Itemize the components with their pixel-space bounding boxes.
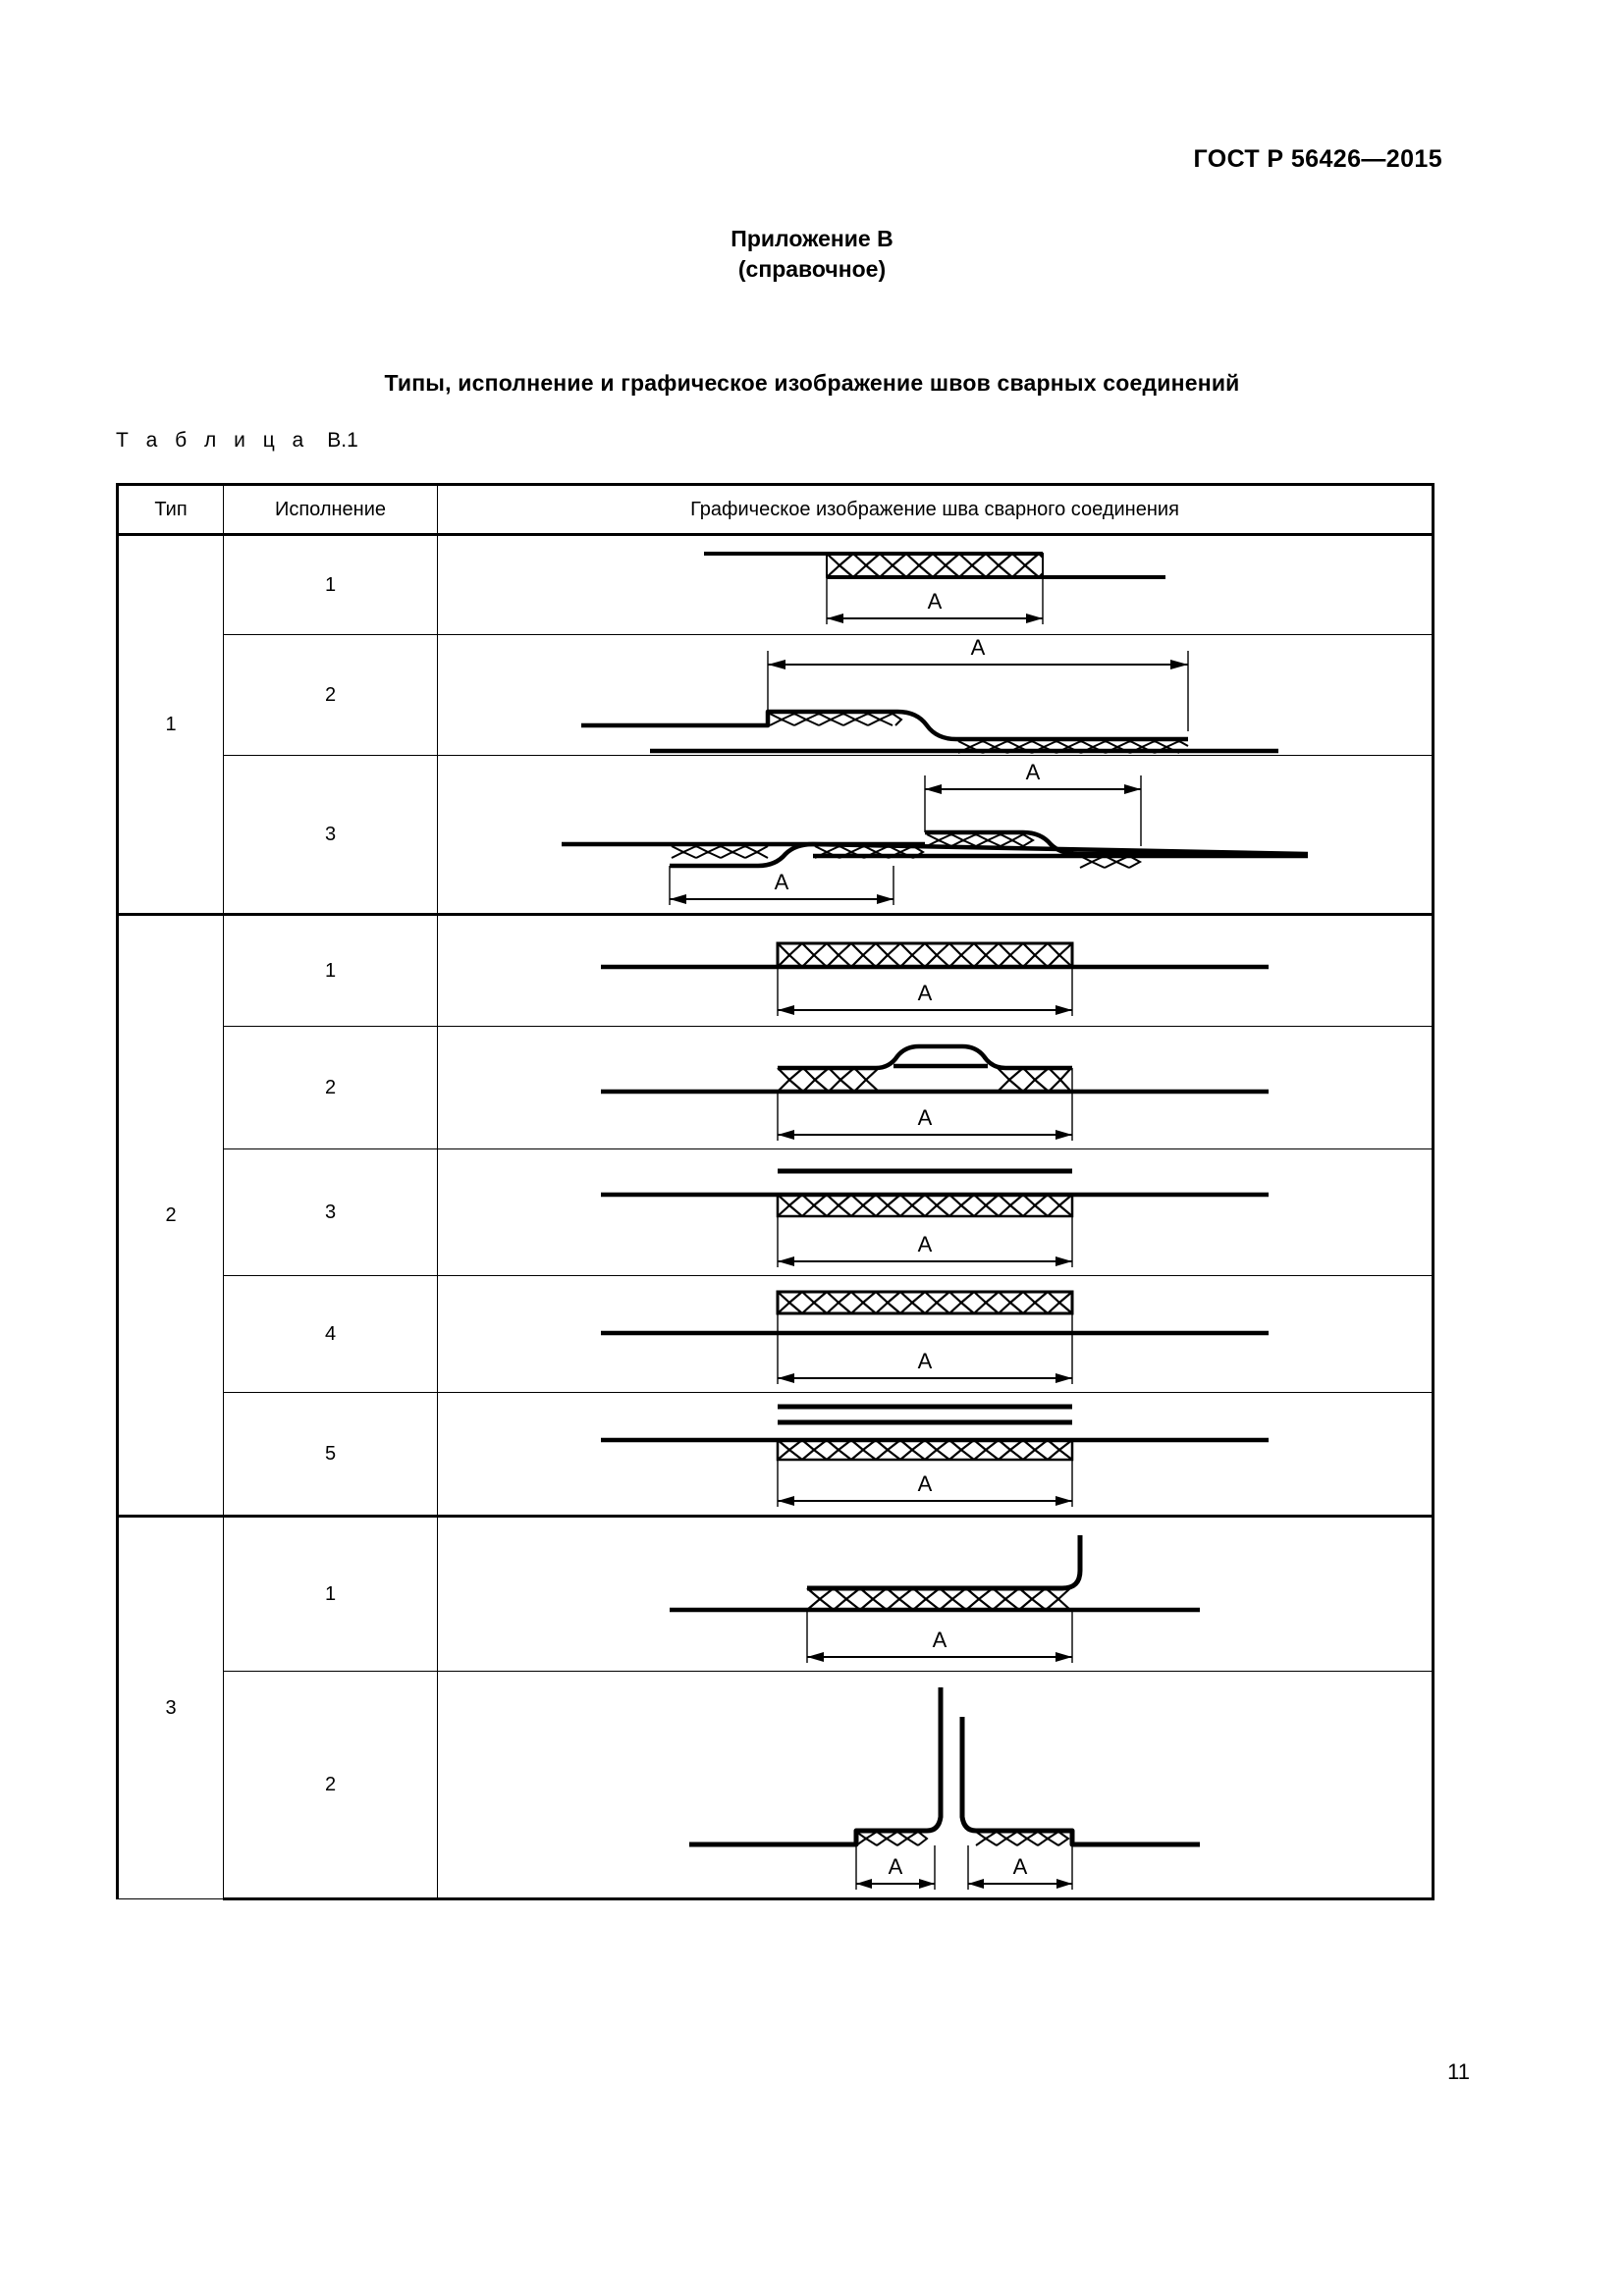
table-header-row: Тип Исполнение Графическое изображение ш… [116, 483, 1435, 535]
dimension-label-a: A [918, 1232, 933, 1256]
weld-hatch [777, 1194, 1073, 1217]
table-row: 3 A [118, 755, 1435, 915]
butt-overlay-raised-diagram: A [601, 1290, 1269, 1384]
execution-cell: 1 [223, 913, 438, 1027]
column-header-execution: Исполнение [223, 483, 438, 535]
table-row: 2 1 A [116, 913, 1435, 1517]
appendix-subtitle: (справочное) [737, 256, 887, 282]
type-cell: 1 [116, 533, 224, 915]
weld-diagram-cell: A [437, 1392, 1435, 1517]
butt-overlay-one-strip-above-diagram: A [601, 1168, 1269, 1267]
weld-seam-table: Тип Исполнение Графическое изображение ш… [116, 483, 1435, 1900]
weld-diagram-cell: A [437, 1515, 1435, 1672]
weld-hatch [777, 1439, 1073, 1461]
table-caption: Т а б л и ц а В.1 [116, 429, 358, 453]
table-caption-number: В.1 [327, 429, 358, 452]
lap-joint-single-diagram: A [704, 552, 1165, 624]
execution-cell: 2 [223, 634, 438, 756]
appendix-title-block: Приложение В (справочное) [0, 224, 1624, 285]
execution-cell: 4 [223, 1275, 438, 1393]
weld-diagram-cell: A [437, 755, 1435, 915]
weld-hatch [806, 1587, 1071, 1611]
column-header-image: Графическое изображение шва сварного сое… [437, 483, 1435, 535]
table-row: 2 [118, 1026, 1435, 1149]
table-row: 2 [118, 1671, 1435, 1900]
weld-diagram-cell: A [437, 1275, 1435, 1393]
type-cell: 2 [116, 913, 224, 1517]
weld-hatch [777, 942, 1073, 968]
dimension-label-a: A [889, 1854, 903, 1879]
dimension-label-a: A [971, 635, 986, 660]
execution-cell: 3 [223, 755, 438, 915]
weld-hatch [769, 713, 1189, 754]
dimension-label-a: A [1013, 1854, 1028, 1879]
table-row: 5 [118, 1392, 1435, 1517]
page-number: 11 [1447, 2059, 1470, 2084]
dimension-label-a: A [1026, 760, 1041, 784]
dimension-label-a: A [918, 1471, 933, 1496]
column-header-type: Тип [116, 483, 224, 535]
dimension-label-a: A [775, 870, 789, 894]
dimension-label-a: A [918, 1349, 933, 1373]
standard-header: ГОСТ Р 56426—2015 [1193, 145, 1442, 173]
execution-cell: 1 [223, 533, 438, 635]
weld-diagram-cell: A [437, 913, 1435, 1027]
butt-overlay-plain-diagram: A [601, 941, 1269, 1016]
weld-diagram-cell: A [437, 533, 1435, 635]
table-row: 3 [118, 1148, 1435, 1276]
corner-flange-joint-diagram: A [670, 1535, 1200, 1663]
weld-hatch [777, 1067, 1072, 1093]
table-row: 1 1 [116, 533, 1435, 915]
type-cell: 3 [116, 1515, 224, 1899]
weld-diagram-cell: A [437, 634, 1435, 756]
butt-overlay-hump-diagram: A [601, 1043, 1269, 1141]
weld-hatch [671, 833, 1143, 869]
dimension-label-a: A [918, 1105, 933, 1130]
tee-joint-double-diagram: A A [689, 1687, 1200, 1890]
weld-diagram-cell: A [437, 1026, 1435, 1149]
execution-cell: 5 [223, 1392, 438, 1517]
dimension-label-a: A [933, 1628, 947, 1652]
weld-hatch [855, 1831, 1070, 1846]
execution-cell: 3 [223, 1148, 438, 1276]
double-stepped-lap-joint-diagram: A [562, 760, 1309, 905]
execution-cell: 1 [223, 1515, 438, 1672]
butt-overlay-two-strips-above-diagram: A [601, 1404, 1269, 1507]
stepped-lap-joint-diagram: A [581, 635, 1278, 754]
dimension-label-a: A [928, 589, 943, 614]
weld-diagram-cell: A A [437, 1671, 1435, 1900]
table-caption-word: Т а б л и ц а [116, 429, 310, 452]
table-row: 4 [118, 1275, 1435, 1393]
dimension-label-a: A [918, 981, 933, 1005]
execution-cell: 2 [223, 1026, 438, 1149]
weld-diagram-cell: A [437, 1148, 1435, 1276]
weld-hatch [777, 1291, 1073, 1314]
weld-hatch [826, 553, 1044, 578]
appendix-title: Приложение В [731, 226, 893, 251]
execution-cell: 2 [223, 1671, 438, 1900]
section-heading: Типы, исполнение и графическое изображен… [384, 370, 1240, 396]
table-row: 3 1 [116, 1515, 1435, 1899]
table-row: 2 A [118, 634, 1435, 756]
